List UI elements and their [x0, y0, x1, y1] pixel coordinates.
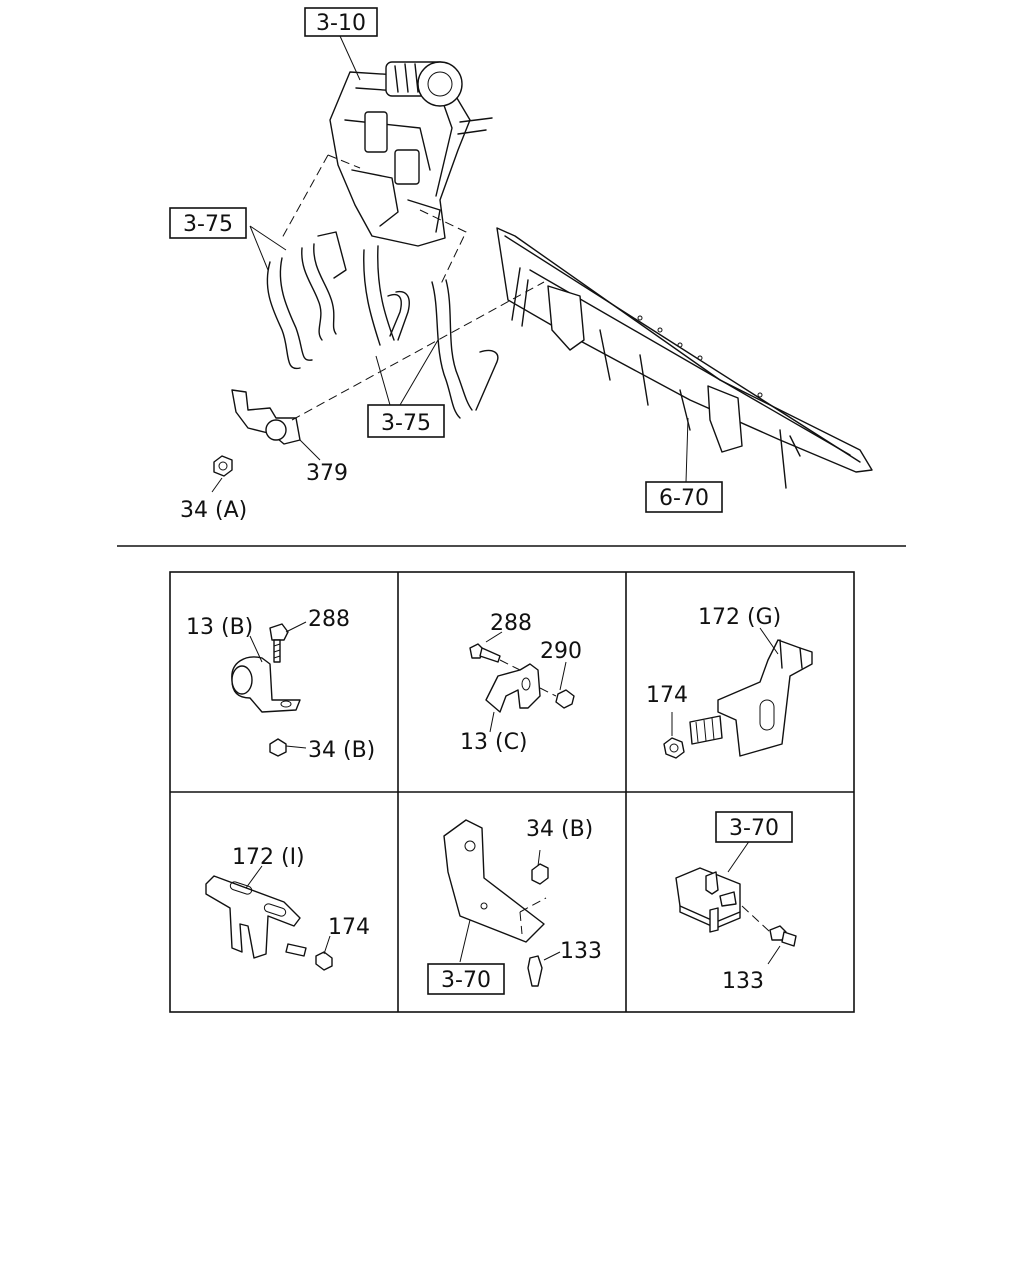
bracket-379: [231, 389, 301, 445]
c5-label-bolt: 133: [560, 939, 602, 964]
c1-label-nut: 34 (B): [308, 738, 375, 763]
ref-3-10[interactable]: 3-10: [316, 11, 366, 36]
cross-member: [496, 227, 873, 489]
ref-6-70-box: [645, 481, 723, 513]
c5-label-nut: 34 (B): [526, 817, 593, 842]
detail-grid: [169, 571, 855, 1013]
c3-label-bracket: 172 (G): [698, 605, 781, 630]
c6-label-bolt: 133: [722, 969, 764, 994]
c2-label-clamp: 13 (C): [460, 730, 528, 755]
ref-3-75-left-box: [169, 207, 247, 239]
detail-cell-3: 172 (G) 174: [646, 605, 813, 759]
c4-label-nut: 174: [328, 915, 370, 940]
detail-cell-1: 13 (B) 288 34 (B): [186, 607, 375, 763]
detail-cell-2: 288 290 13 (C): [460, 611, 582, 755]
ref-3-75-left[interactable]: 3-75: [183, 212, 233, 237]
label-34a: 34 (A): [180, 498, 247, 523]
label-379: 379: [306, 461, 348, 486]
c5-ref[interactable]: 3-70: [441, 968, 491, 993]
c2-label-nut: 290: [540, 639, 582, 664]
c5-ref-box: [427, 963, 505, 995]
heater-hoses: [266, 231, 499, 419]
heater-unit-assembly: [281, 61, 493, 287]
c6-ref[interactable]: 3-70: [729, 816, 779, 841]
c2-label-bolt: 288: [490, 611, 532, 636]
c3-label-nut: 174: [646, 683, 688, 708]
detail-cell-5: 34 (B) 133 3-70: [427, 817, 602, 995]
ref-3-75-bottom[interactable]: 3-75: [381, 411, 431, 436]
c1-label-clamp: 13 (B): [186, 615, 253, 640]
ref-3-10-box: [304, 7, 378, 37]
detail-cell-6: 3-70 133: [675, 811, 797, 994]
c1-label-bolt: 288: [308, 607, 350, 632]
ref-3-75-bottom-box: [367, 404, 445, 438]
detail-cell-4: 172 (I) 174: [205, 845, 370, 971]
ref-6-70[interactable]: 6-70: [659, 486, 709, 511]
c4-label-bracket: 172 (I): [232, 845, 305, 870]
c6-ref-box: [715, 811, 793, 843]
nut-34a: [213, 455, 233, 477]
